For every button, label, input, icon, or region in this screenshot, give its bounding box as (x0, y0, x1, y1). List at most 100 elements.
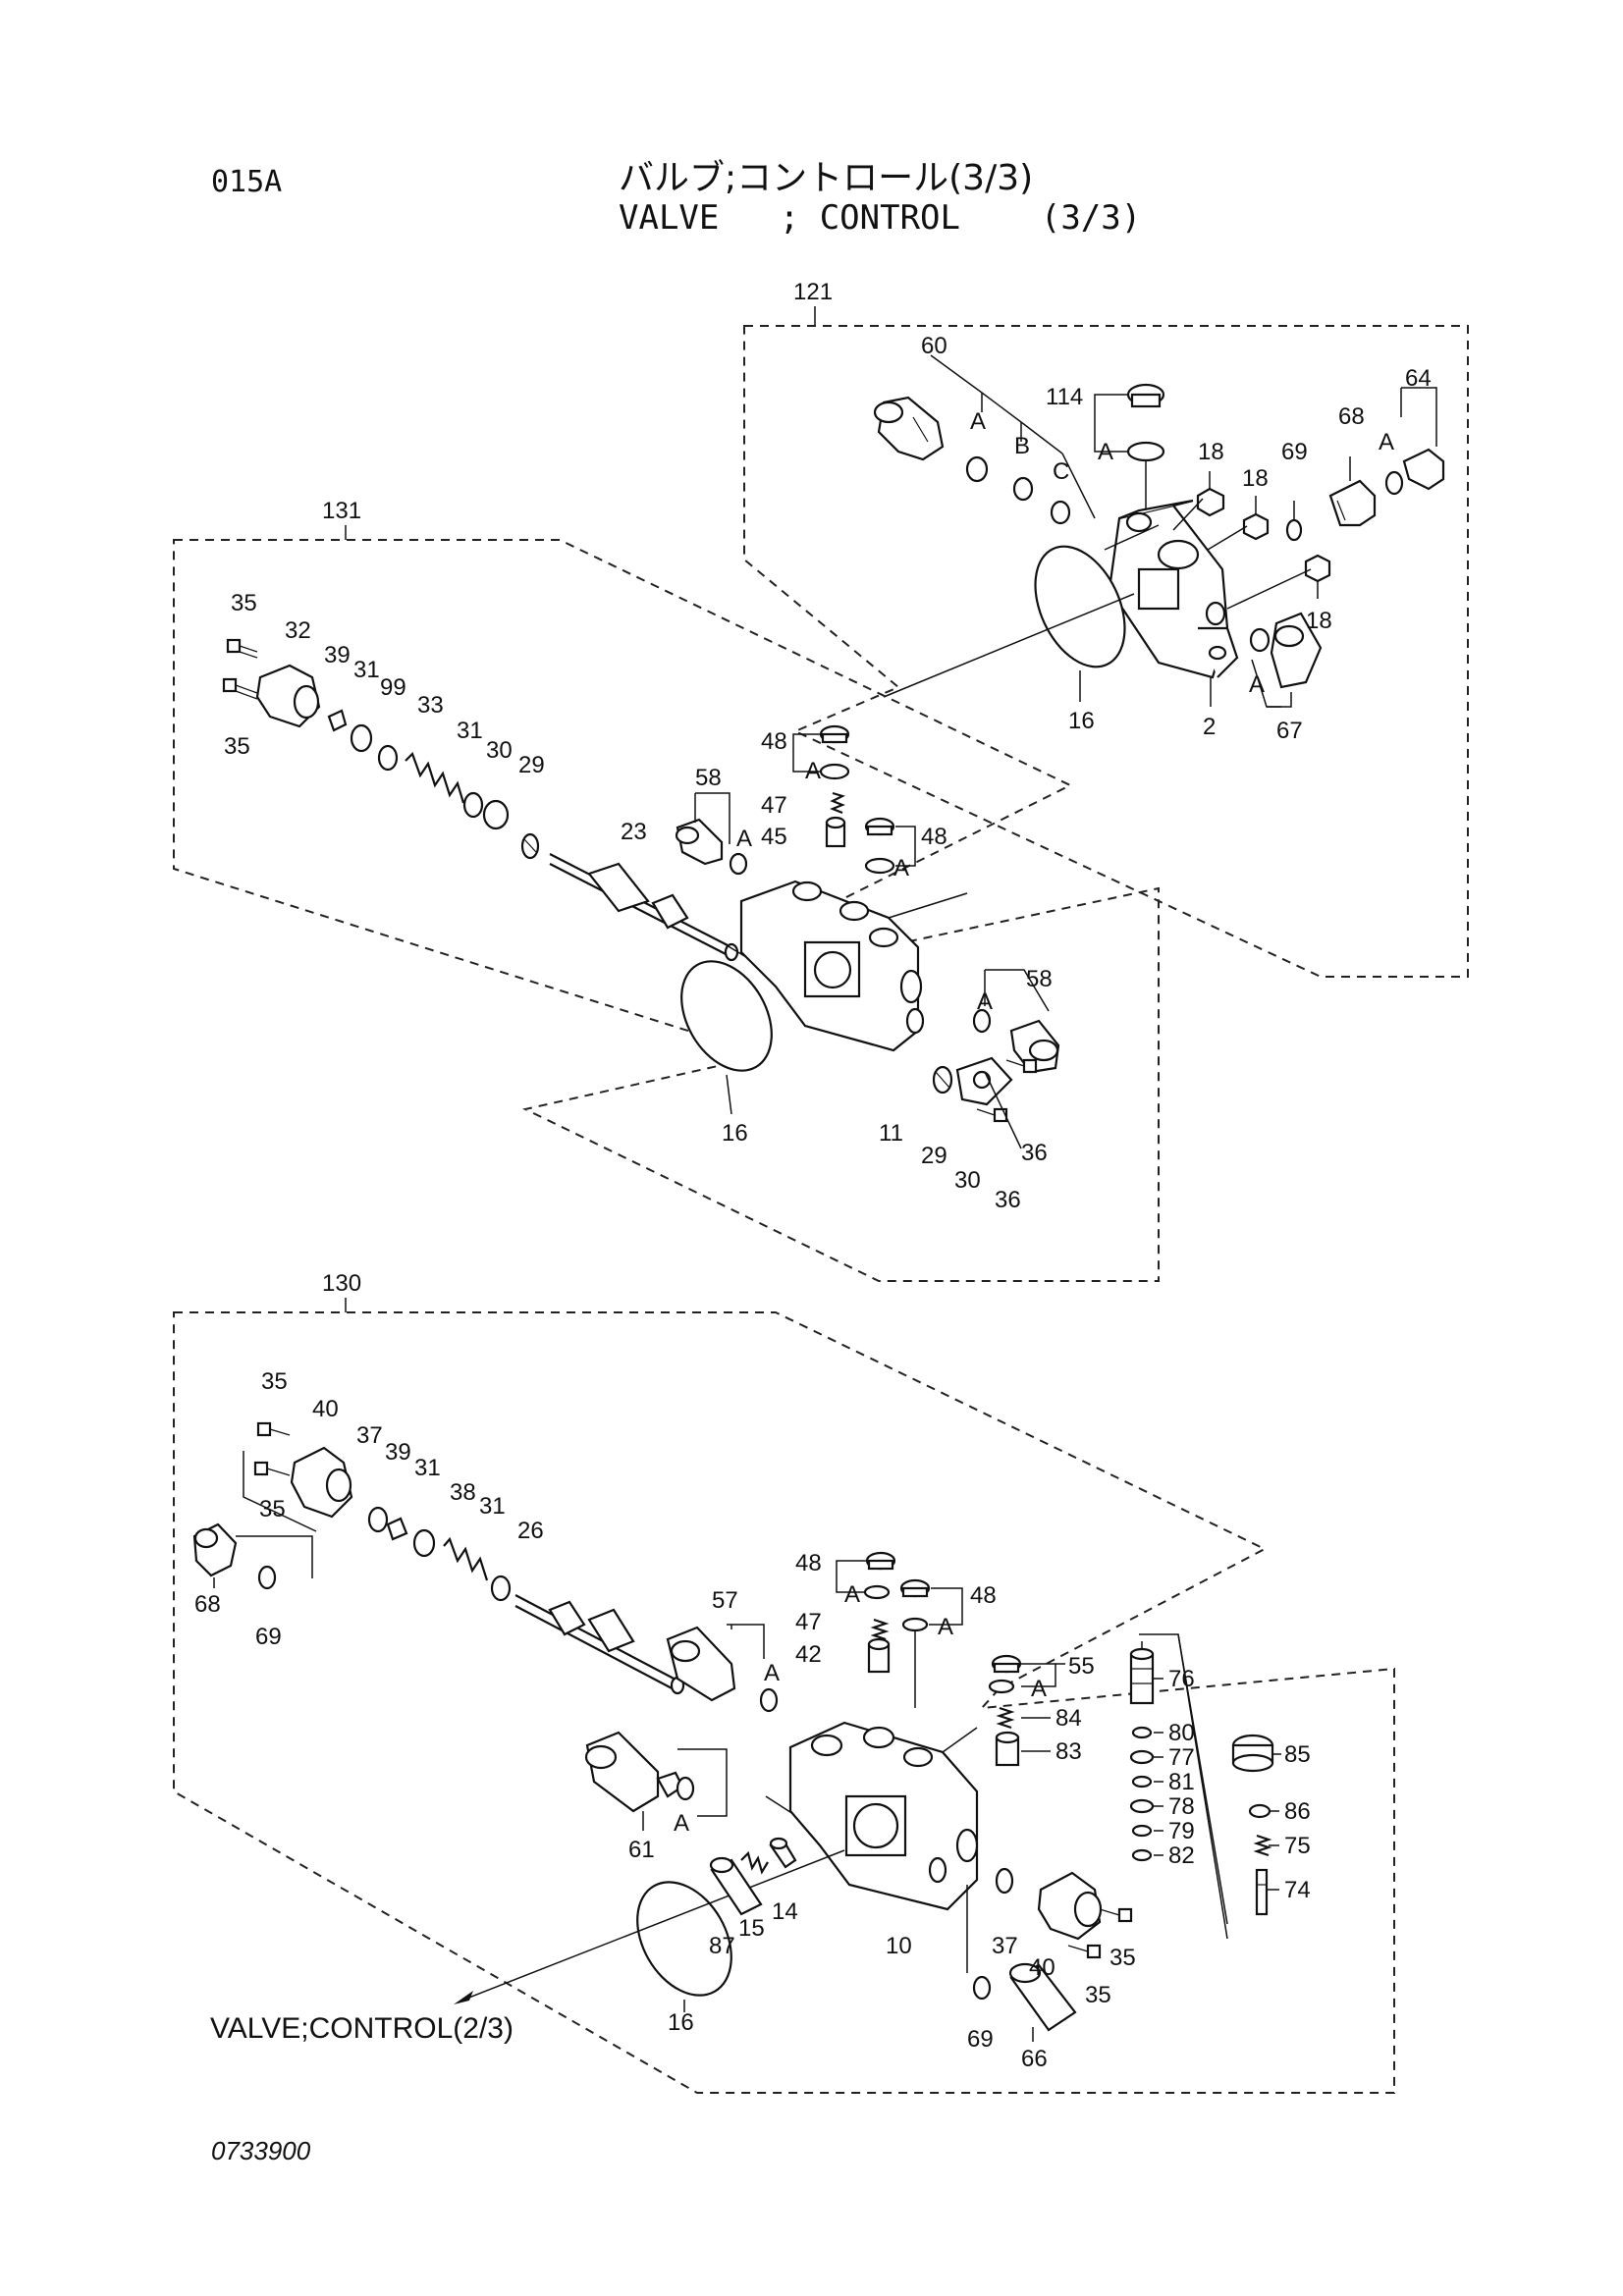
part-35-screw-a (226, 638, 258, 659)
ring-letter-a: A (674, 1810, 689, 1837)
callout-85: 85 (1284, 1741, 1311, 1768)
callout-35-d: 35 (1085, 1982, 1111, 2008)
callout-40: 40 (1029, 1954, 1055, 1981)
part-31-seat (350, 723, 373, 753)
part-68-adapter (192, 1522, 238, 1577)
callout-74: 74 (1284, 1877, 1311, 1903)
part-84-spring (996, 1706, 1015, 1730)
ring-letter-a: A (970, 408, 986, 435)
callout-23: 23 (621, 819, 647, 845)
o-ring (1126, 441, 1165, 462)
o-ring-b (1012, 476, 1034, 502)
callout-26: 26 (517, 1518, 544, 1544)
part-58-relief-upper (675, 818, 724, 866)
part-83-piston (995, 1731, 1020, 1767)
part-23-spool (549, 853, 739, 962)
part-57-relief (666, 1626, 736, 1702)
part-35-screw-b (253, 1461, 291, 1476)
part-78-ring (1129, 1798, 1155, 1814)
part-66-plug (1008, 1962, 1077, 2032)
callout-55: 55 (1068, 1653, 1095, 1680)
part-26-spool (514, 1594, 685, 1695)
callout-45: 45 (761, 824, 787, 850)
part-16-seal (680, 960, 773, 1072)
callout-14: 14 (772, 1898, 798, 1925)
callout-69: 69 (255, 1624, 282, 1650)
callout-66: 66 (1021, 2046, 1048, 2072)
ring-letter-a: A (844, 1581, 860, 1608)
callout-18-a: 18 (1198, 439, 1224, 465)
ring-letter-a: A (805, 758, 821, 784)
ring-letter-a: A (893, 855, 909, 881)
page-code: 015A (211, 165, 283, 199)
callout-47: 47 (761, 792, 787, 819)
callout-32: 32 (285, 617, 311, 644)
callout-39: 39 (385, 1439, 411, 1466)
o-ring (1249, 627, 1271, 653)
callout-58-b: 58 (1026, 966, 1053, 992)
part-35-screw-b (222, 677, 258, 700)
part-31-seat (490, 1575, 512, 1602)
part-31-seat (412, 1528, 436, 1558)
drawing-number: 0733900 (211, 2136, 311, 2165)
callout-36-a: 36 (1021, 1140, 1048, 1166)
part-45-poppet (825, 816, 846, 848)
callout-35-c: 35 (1109, 1945, 1136, 1971)
callout-37: 37 (356, 1422, 383, 1449)
callout-78: 78 (1168, 1793, 1195, 1820)
part-32-cap (255, 664, 321, 728)
callout-48-a: 48 (761, 728, 787, 755)
callout-47: 47 (795, 1609, 822, 1635)
part-16-seal (636, 1881, 732, 1997)
reference-arrow-head (454, 1991, 473, 2004)
callout-86: 86 (1284, 1798, 1311, 1825)
part-29-wiper (520, 832, 540, 860)
part-77-ring (1129, 1749, 1155, 1765)
assembly-group-121: 121 (743, 279, 1469, 978)
part-61-relief (584, 1731, 684, 1813)
callout-83: 83 (1055, 1738, 1082, 1765)
o-ring-a (965, 455, 989, 483)
part-99-ring (377, 744, 399, 772)
part-48-plug-a (865, 1551, 896, 1571)
callout-35-b: 35 (259, 1496, 286, 1522)
part-15-spring (740, 1850, 769, 1875)
part-68-adapter (1328, 479, 1377, 527)
part-10-housing (788, 1721, 979, 1911)
callout-39: 39 (324, 642, 351, 668)
callout-58-a: 58 (695, 765, 722, 791)
part-30-plate (482, 799, 510, 830)
callout-57: 57 (712, 1587, 738, 1614)
ring-letter-a: A (1249, 671, 1265, 698)
part-48-plug-b (899, 1578, 931, 1598)
part-40-cap (1037, 1871, 1103, 1941)
part-75-spring (1253, 1834, 1272, 1857)
group-number-131: 131 (322, 498, 361, 524)
callout-81: 81 (1168, 1769, 1195, 1795)
callout-35-b: 35 (224, 733, 250, 760)
part-36-screw-a (1005, 1058, 1038, 1074)
part-47-spring (870, 1618, 890, 1641)
callout-29: 29 (518, 752, 545, 778)
callout-114: 114 (1046, 384, 1083, 410)
callout-68: 68 (1338, 403, 1365, 430)
group-number-121: 121 (793, 279, 833, 305)
part-87-sleeve (709, 1856, 763, 1916)
ring-letter-b: B (1014, 433, 1030, 459)
callout-82: 82 (1168, 1842, 1195, 1869)
part-14-poppet (769, 1837, 797, 1869)
part-18-nut-b (1242, 512, 1270, 541)
o-ring (972, 1008, 992, 1034)
callout-61: 61 (628, 1837, 655, 1863)
callout-16: 16 (722, 1120, 748, 1147)
callout-30: 30 (486, 737, 513, 764)
ring-letter-a: A (736, 826, 752, 852)
callout-33: 33 (417, 692, 444, 719)
part-76-plug (1129, 1647, 1155, 1705)
assembly-group-131: 131 (173, 498, 1160, 1282)
part-39-bolt (327, 709, 348, 732)
part-37-o-ring (367, 1506, 389, 1533)
callout-35-a: 35 (261, 1368, 288, 1395)
part-69-o-ring (257, 1565, 277, 1590)
